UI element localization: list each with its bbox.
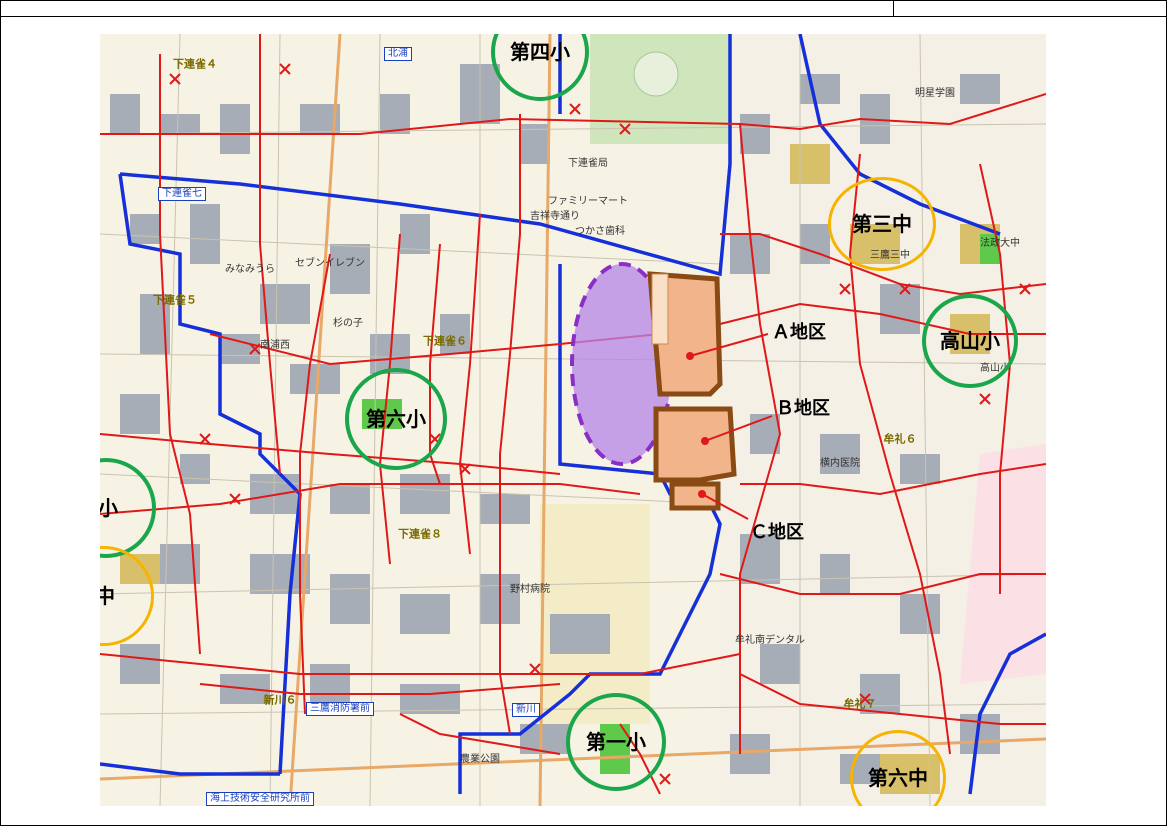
bus-stop-label: 新川 <box>512 703 540 717</box>
road-network <box>100 34 1046 806</box>
street-label: 下連雀５ <box>153 293 197 307</box>
street-label: 下連雀４ <box>173 57 217 71</box>
school-ring-elementary <box>922 294 1018 388</box>
school-ring-junior-high <box>850 730 946 806</box>
school-label[interactable]: 第一中 <box>100 584 115 608</box>
district-c-area[interactable] <box>669 481 721 511</box>
place-label: 杉の子 <box>333 318 363 329</box>
place-label: 吉祥寺通り <box>530 211 580 222</box>
school-district-map[interactable]: 下連雀４ 下連雀５ 下連雀６ 下連雀８ 牟礼６ 牟礼７ 新川６ 明星学園 セブン… <box>100 34 1046 806</box>
map-canvas <box>100 34 1046 806</box>
commercial-area <box>960 444 1046 684</box>
school-label[interactable]: 第四小 <box>510 40 570 64</box>
school-label[interactable]: 南浦小 <box>100 496 118 520</box>
street-label: 新川６ <box>263 693 297 707</box>
school-label[interactable]: 第三中 <box>852 212 912 236</box>
school-ring-junior-high <box>828 177 936 271</box>
district-b-label[interactable]: Ｂ地区 <box>776 398 830 419</box>
school-label[interactable]: 高山小 <box>940 329 1000 353</box>
school-ring-elementary <box>566 693 666 791</box>
school-ring-elementary <box>345 368 447 470</box>
place-label: 野村病院 <box>510 584 550 595</box>
place-label: 下連雀局 <box>568 158 608 169</box>
street-label: 牟礼７ <box>843 697 877 711</box>
place-label: みなみうら <box>225 264 275 275</box>
school-label[interactable]: 第一小 <box>586 730 646 754</box>
place-label: つかさ歯科 <box>575 226 625 237</box>
table-column-divider <box>893 0 894 16</box>
place-label: 南浦西 <box>260 340 290 351</box>
street-label: 下連雀６ <box>423 334 467 348</box>
street-label: 下連雀８ <box>398 527 442 541</box>
district-a-label[interactable]: Ａ地区 <box>772 322 826 343</box>
district-b-area[interactable] <box>653 406 737 483</box>
place-label: 横内医院 <box>820 458 860 469</box>
street-label: 牟礼６ <box>883 432 917 446</box>
stadium <box>633 51 679 97</box>
bus-stop-label: 海上技術安全研究所前 <box>206 792 314 806</box>
place-label: 牟礼南デンタル <box>735 635 805 646</box>
district-leaders <box>689 333 773 520</box>
place-label: ファミリーマート <box>548 196 628 207</box>
bus-stop-label: 北浦 <box>384 47 412 61</box>
bus-stop-label: 三鷹消防署前 <box>306 702 374 716</box>
district-a-building <box>651 273 669 345</box>
bus-stop-label: 下連雀七 <box>158 187 206 201</box>
place-label: セブンイレブン <box>295 258 365 269</box>
place-label: 明星学園 <box>915 88 955 99</box>
place-label: 農業公園 <box>460 754 500 765</box>
place-label: 法政大中 <box>980 238 1020 249</box>
district-markers <box>686 352 709 498</box>
district-c-label[interactable]: Ｃ地区 <box>750 522 804 543</box>
table-header-strip <box>0 0 1167 17</box>
commute-routes <box>100 34 1046 795</box>
school-label[interactable]: 第六中 <box>868 766 928 790</box>
school-label[interactable]: 第六小 <box>366 407 426 431</box>
